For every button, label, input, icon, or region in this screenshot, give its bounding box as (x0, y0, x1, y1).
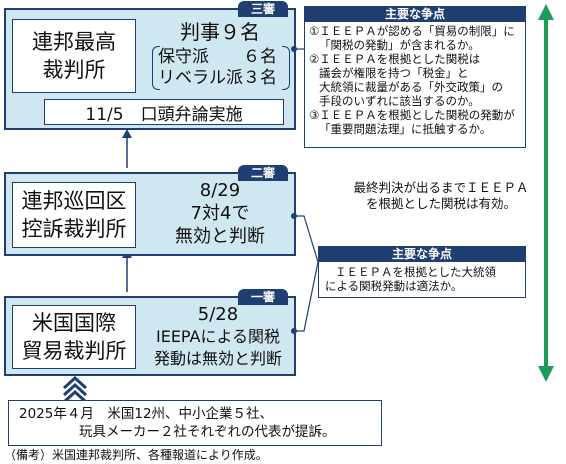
appeals-connector-dot (291, 213, 297, 219)
bracket-right (282, 46, 290, 90)
tier-tag-first: 一審 (238, 289, 288, 305)
trade-court-name-box: 米国国際 貿易裁判所 (12, 305, 136, 369)
appeals-ruling-date: 8/29 (199, 180, 241, 201)
key-issues-mid-body: ＩＥＥＰＡを根拠とした大統領 による関税発動は適法か。 (319, 262, 525, 296)
issue-line-6: 手段のいずれに該当するのか。 (319, 94, 480, 108)
mid-issue-line-2: による関税発動は適法か。 (325, 279, 463, 293)
oral-argument-text: 11/5 口頭弁論実施 (85, 104, 243, 125)
appeals-ruling: 無効と判断 (175, 226, 265, 247)
key-issues-top-box: 主要な争点 ①ＩＥＥＰＡが認める「貿易の制限」に 「関税の発動」が含まれるか。 … (304, 6, 526, 148)
arrow-head-appeals-to-supreme (122, 129, 132, 138)
appeals-court-name-line2: 控訴裁判所 (21, 217, 127, 241)
appeals-court-name-box: 連邦巡回区 控訴裁判所 (12, 182, 136, 248)
chevron-up-icon-1 (62, 375, 88, 390)
oral-argument-box: 11/5 口頭弁論実施 (44, 99, 284, 125)
issue-line-1: ①ＩＥＥＰＡが認める「貿易の制限」に (309, 24, 515, 38)
issue-line-3: ②ＩＥＥＰＡを根拠とした関税は (309, 52, 481, 66)
issue-line-8: 「重要問題法理」に抵触するか。 (319, 122, 492, 136)
final-ruling-note-line1: 最終判決が出るまでＩＥＥＰＡ (353, 180, 529, 195)
chevron-up-icon-2 (62, 382, 88, 397)
issue-line-4: 議会が権限を持つ「税金」と (319, 66, 469, 80)
issue-line-2: 「関税の発動」が含まれるか。 (319, 38, 480, 52)
final-ruling-note-line2: を根拠とした関税は有効。 (365, 196, 516, 211)
trade-court-name-line1: 米国国際 (32, 311, 116, 335)
supreme-connector-dot (291, 46, 297, 52)
issue-line-5: 大統領に裁量がある「外交政策」の (319, 80, 503, 94)
chevron-up-icon-3 (62, 389, 88, 404)
source-note: （備考）米国連邦裁判所、各種報道により作成。 (4, 448, 268, 462)
supreme-court-name-box: 連邦最高 裁判所 (12, 19, 136, 93)
trade-court-name-line2: 貿易裁判所 (21, 339, 127, 363)
justices-count: 判事９名 (180, 20, 260, 44)
connector-appeals-issues (294, 215, 319, 263)
appeals-court-name-line1: 連邦巡回区 (21, 189, 127, 213)
green-arrow-head-bottom (538, 366, 554, 382)
lawsuit-filing-box: 2025年４月 米国12州、中小企業５社、 玩具メーカー２社それぞれの代表が提訴… (8, 400, 382, 446)
supreme-court-name-line2: 裁判所 (42, 58, 106, 82)
lawsuit-filing-line1: 2025年４月 米国12州、中小企業５社、 (19, 406, 274, 422)
connector-trade-issues (294, 261, 319, 332)
key-issues-top-title: 主要な争点 (305, 7, 525, 22)
supreme-court-name-line1: 連邦最高 (32, 30, 116, 54)
tier-tag-third: 三審 (238, 1, 288, 17)
bracket-left (152, 46, 160, 90)
issue-line-7: ③ＩＥＥＰＡを根拠とした関税の発動が (309, 108, 515, 122)
conservative-count: 保守派 ６名 (158, 47, 277, 67)
key-issues-top-body: ①ＩＥＥＰＡが認める「貿易の制限」に 「関税の発動」が含まれるか。 ②ＩＥＥＰＡ… (305, 22, 525, 138)
lawsuit-filing-line2: 玩具メーカー２社それぞれの代表が提訴。 (79, 424, 336, 440)
trade-ruling-date: 5/28 (197, 304, 239, 325)
trade-ruling-line2: 発動は無効と判断 (153, 349, 282, 368)
appeals-vote: 7対4で (190, 203, 250, 224)
green-arrow-head-top (538, 4, 554, 20)
trade-ruling-line1: IEEPAによる関税 (155, 327, 281, 346)
trade-connector-dot (291, 328, 297, 334)
tier-tag-second: 二審 (238, 165, 288, 181)
liberal-count: リベラル派３名 (158, 68, 277, 88)
mid-issue-line-1: ＩＥＥＰＡを根拠とした大統領 (335, 265, 496, 279)
key-issues-mid-title: 主要な争点 (319, 247, 525, 262)
final-ruling-note: 最終判決が出るまでＩＥＥＰＡ を根拠とした関税は有効。 (344, 180, 538, 212)
key-issues-mid-box: 主要な争点 ＩＥＥＰＡを根拠とした大統領 による関税発動は適法か。 (318, 246, 526, 298)
